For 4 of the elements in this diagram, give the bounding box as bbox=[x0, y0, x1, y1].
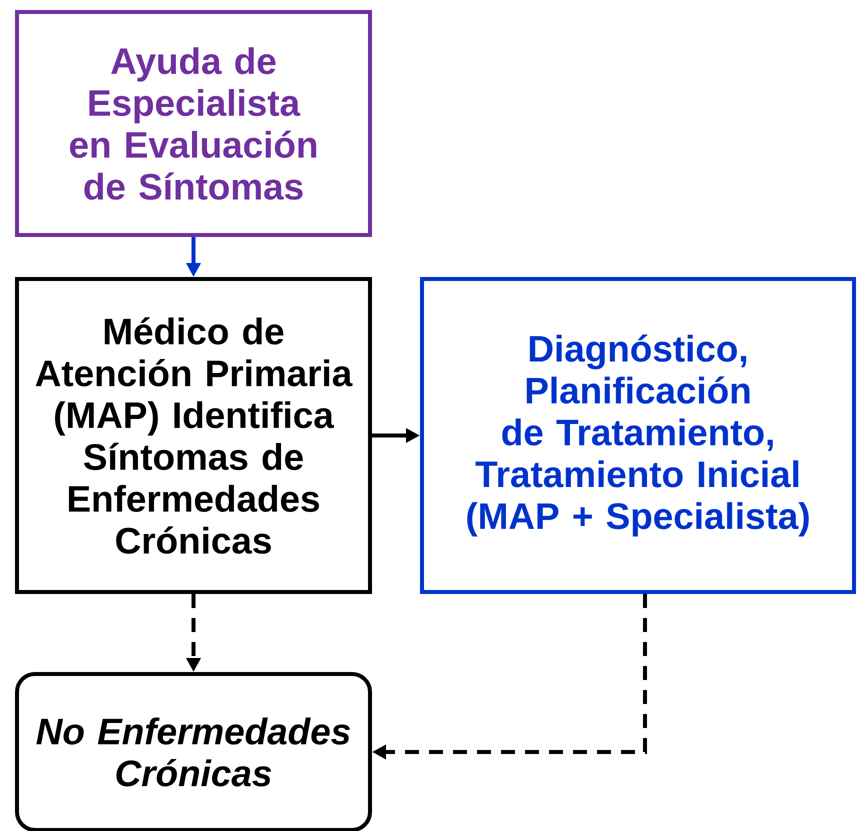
terminal-box: No Enfermedades Crónicas bbox=[15, 672, 372, 831]
process-box: Médico de Atención Primaria (MAP) Identifica Síntomas de Enfermedades Crónicas bbox=[15, 277, 372, 594]
process-box: Diagnóstico, Planificación de Tratamiento, Tratamiento Inicial (MAP + Specialista) bbox=[420, 277, 856, 594]
process-box: Ayuda de Especialista en Evaluación de Síntomas bbox=[15, 10, 372, 237]
